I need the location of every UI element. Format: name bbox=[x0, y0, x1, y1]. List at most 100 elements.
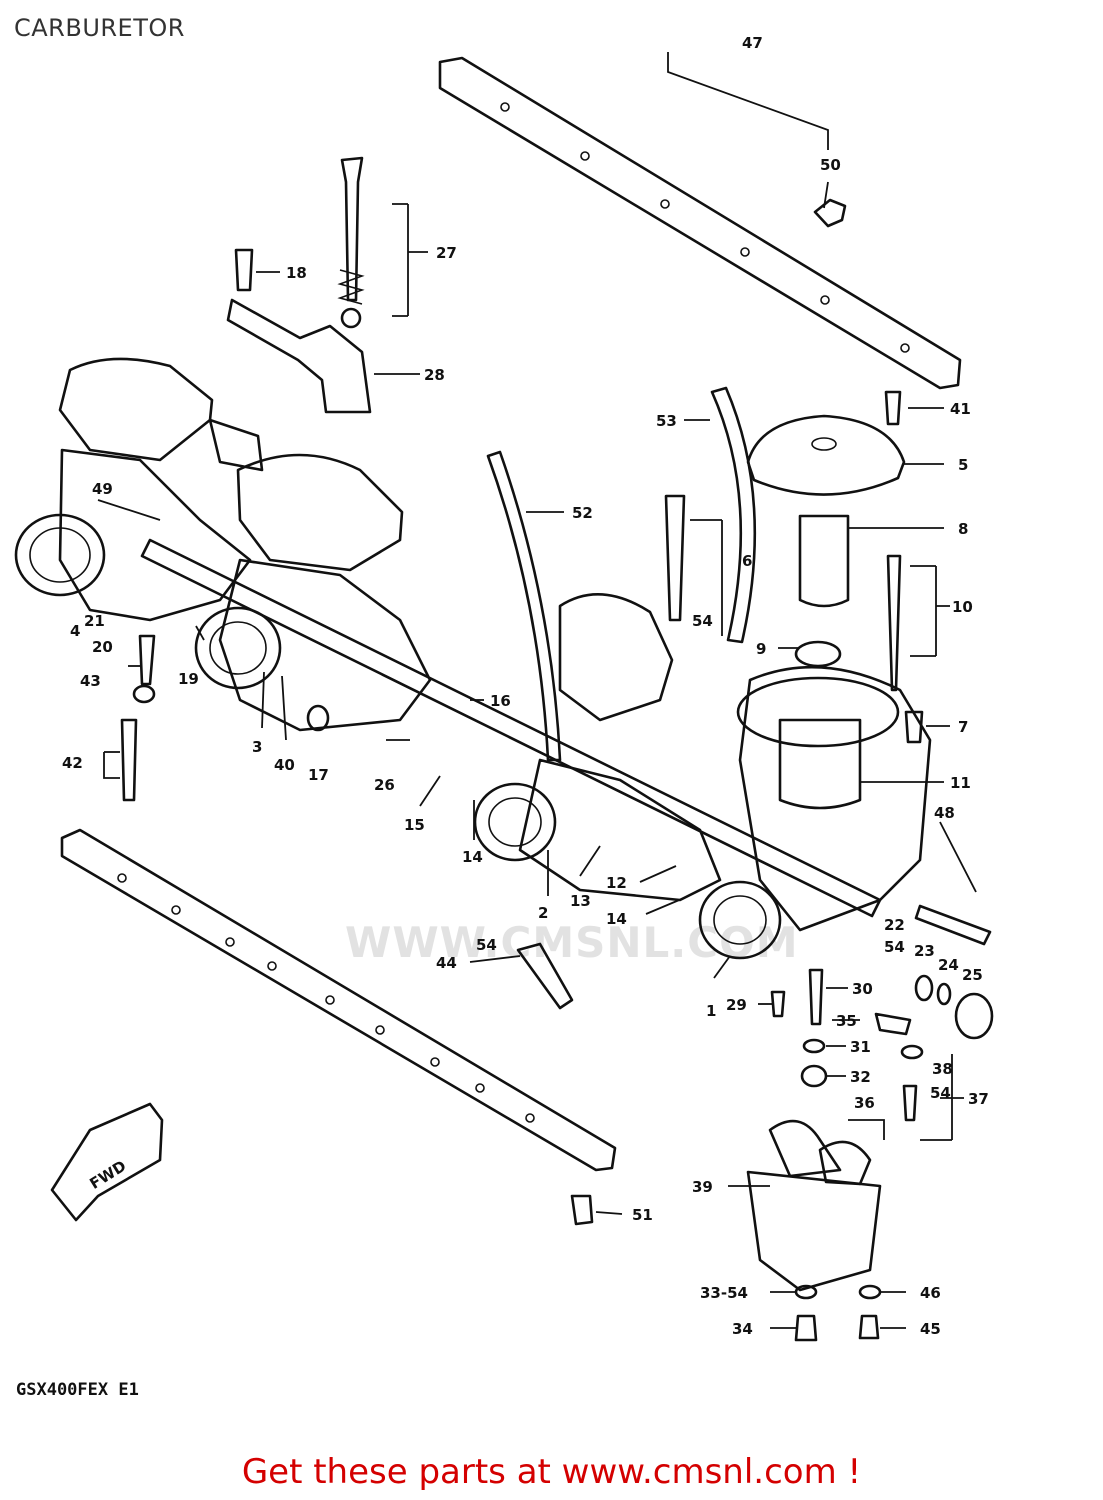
callout: 41 bbox=[950, 400, 971, 418]
watermark: WWW.CMSNL.COM bbox=[345, 918, 799, 967]
callout: 54 bbox=[884, 938, 905, 956]
callout: 24 bbox=[938, 956, 959, 974]
bottom-bar-holes bbox=[117, 873, 535, 1123]
part-23-washer bbox=[914, 974, 934, 1002]
callout: 19 bbox=[178, 670, 199, 688]
callout: 49 bbox=[92, 480, 113, 498]
callout: 43 bbox=[80, 672, 101, 690]
callout: 32 bbox=[850, 1068, 871, 1086]
part-5-top-cap bbox=[746, 414, 906, 496]
callout: 29 bbox=[726, 996, 747, 1014]
page-title: CARBURETOR bbox=[14, 14, 185, 42]
callout: 6 bbox=[742, 552, 752, 570]
callout: 11 bbox=[950, 774, 971, 792]
part-5-top-cap-knob bbox=[811, 437, 837, 451]
callout: 47 bbox=[742, 34, 763, 52]
part-37-needle-jet bbox=[902, 1084, 918, 1122]
part-43-plug bbox=[138, 634, 156, 686]
footer-link[interactable]: Get these parts at www.cmsnl.com ! bbox=[241, 1452, 862, 1492]
callout: 50 bbox=[820, 156, 841, 174]
throttle-shaft-rod bbox=[140, 538, 882, 918]
part-47-top-strip bbox=[438, 56, 962, 390]
callout: 54 bbox=[930, 1084, 951, 1102]
callout: 4 bbox=[70, 622, 80, 640]
callout: 14 bbox=[606, 910, 627, 928]
part-42-screw bbox=[120, 718, 138, 802]
callout: 54 bbox=[692, 612, 713, 630]
part-38-oring bbox=[900, 1044, 924, 1060]
callout: 40 bbox=[274, 756, 295, 774]
part-35-needle-valve bbox=[874, 1012, 912, 1036]
callout: 52 bbox=[572, 504, 593, 522]
part-43-nut bbox=[132, 684, 156, 704]
part-29-jet bbox=[770, 990, 786, 1018]
carb-body-2 bbox=[194, 453, 432, 732]
callout: 17 bbox=[308, 766, 329, 784]
bottom-bracket-bar bbox=[60, 828, 617, 1172]
callout: 54 bbox=[476, 936, 497, 954]
callout: 38 bbox=[932, 1060, 953, 1078]
callout: 31 bbox=[850, 1038, 871, 1056]
carb-body-3 bbox=[473, 593, 722, 902]
callout-labels: 1 2 3 4 5 6 7 8 9 10 11 12 13 14 14 15 1… bbox=[62, 34, 989, 1338]
callout: 3 bbox=[252, 738, 262, 756]
callout: 36 bbox=[854, 1094, 875, 1112]
part-17-collar bbox=[306, 704, 330, 732]
leader-lines bbox=[97, 52, 977, 1329]
part-44-screw bbox=[516, 942, 574, 1010]
part-48-screw bbox=[914, 904, 992, 946]
callout: 13 bbox=[570, 892, 591, 910]
part-25-cap bbox=[954, 992, 994, 1040]
part-31-oring bbox=[802, 1038, 826, 1054]
callout: 10 bbox=[952, 598, 973, 616]
callout: 21 bbox=[84, 612, 105, 630]
part-8-spring bbox=[798, 514, 850, 608]
part-36-floats bbox=[768, 1119, 872, 1186]
part-11-diaphragm bbox=[736, 676, 900, 748]
callout: 15 bbox=[404, 816, 425, 834]
part-45-screw bbox=[858, 1314, 880, 1340]
callout: 14 bbox=[462, 848, 483, 866]
fwd-arrow-label: FWD bbox=[86, 1157, 129, 1193]
model-code: GSX400FEX E1 bbox=[16, 1380, 139, 1400]
callout: 12 bbox=[606, 874, 627, 892]
callout: 7 bbox=[958, 718, 968, 736]
callout: 27 bbox=[436, 244, 457, 262]
callout: 53 bbox=[656, 412, 677, 430]
part-10-needle bbox=[886, 554, 902, 692]
callout: 1 bbox=[706, 1002, 716, 1020]
callout: 8 bbox=[958, 520, 968, 538]
part-46-oring bbox=[858, 1284, 882, 1300]
part-24-washer bbox=[936, 982, 952, 1006]
part-27-nut bbox=[340, 307, 362, 329]
part-32-plug bbox=[800, 1064, 828, 1088]
callout: 28 bbox=[424, 366, 445, 384]
callout: 23 bbox=[914, 942, 935, 960]
part-47-holes bbox=[500, 102, 910, 353]
part-27-spring bbox=[337, 269, 365, 305]
part-11-piston bbox=[778, 718, 862, 810]
part-34-drain-screw bbox=[794, 1314, 818, 1342]
callout: 35 bbox=[836, 1012, 857, 1030]
callout: 33-54 bbox=[700, 1284, 748, 1302]
callout: 16 bbox=[490, 692, 511, 710]
callout: 34 bbox=[732, 1320, 753, 1338]
carb-body-1 bbox=[14, 357, 264, 622]
carb-body-4 bbox=[698, 665, 932, 960]
part-51-screw bbox=[570, 1194, 594, 1226]
callout: 42 bbox=[62, 754, 83, 772]
callout: 48 bbox=[934, 804, 955, 822]
callout: 44 bbox=[436, 954, 457, 972]
fwd-arrow-icon bbox=[50, 1102, 164, 1222]
part-27-stem bbox=[340, 156, 364, 302]
callout: 2 bbox=[538, 904, 548, 922]
part-41-screw bbox=[884, 390, 902, 426]
callout: 30 bbox=[852, 980, 873, 998]
callout: 39 bbox=[692, 1178, 713, 1196]
part-39-float-bowl bbox=[746, 1170, 882, 1292]
callout: 45 bbox=[920, 1320, 941, 1338]
part-28-bracket bbox=[226, 298, 372, 414]
part-53-tube bbox=[710, 386, 757, 644]
callout: 5 bbox=[958, 456, 968, 474]
